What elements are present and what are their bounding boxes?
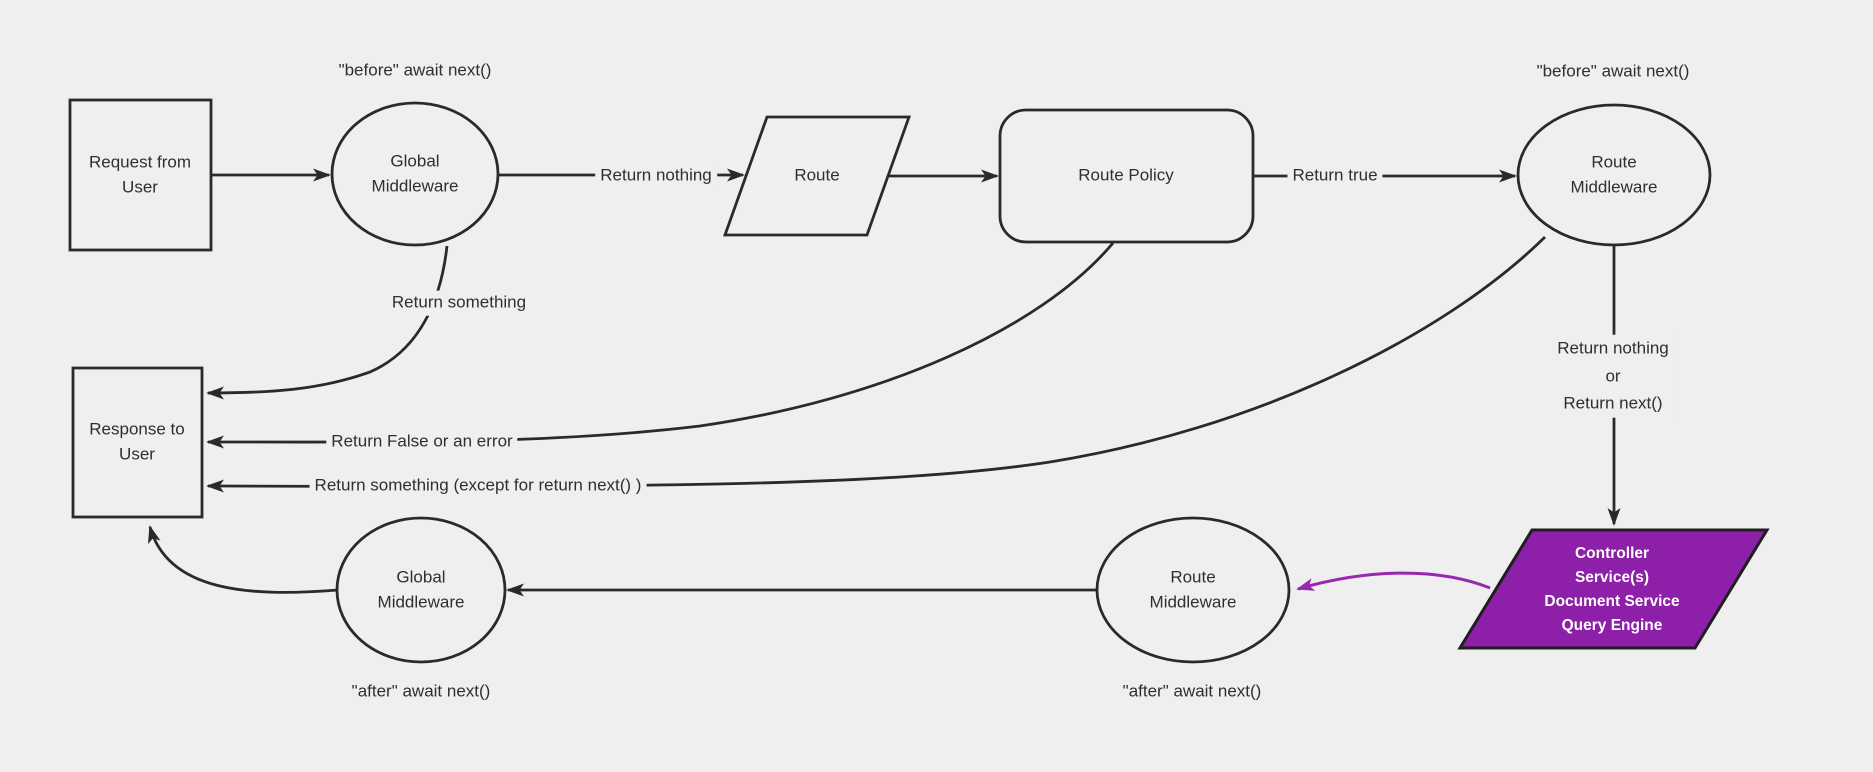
return-nothing-label: Return nothing — [595, 163, 717, 189]
edge-global-middleware-return-something — [206, 245, 449, 400]
after-await-next-bottom-left-label: "after" await next() — [351, 681, 491, 701]
return-something-except-label: Return something (except for return next… — [309, 473, 647, 499]
return-true-label: Return true — [1287, 163, 1383, 189]
edge-route-policy-return-false — [206, 242, 1115, 449]
return-something-label: Return something — [386, 290, 532, 316]
edge-global-middleware-to-response — [148, 525, 339, 594]
before-await-next-top-left-label: "before" await next() — [338, 60, 492, 80]
node-global-middleware-bottom — [335, 516, 507, 664]
before-await-next-top-right-label: "before" await next() — [1536, 61, 1690, 81]
node-controller-services — [1457, 528, 1770, 650]
node-route — [723, 115, 911, 237]
node-response-to-user — [71, 366, 204, 519]
node-route-middleware-top — [1516, 103, 1712, 247]
edge-controller-to-route-middleware-bottom — [1296, 571, 1491, 591]
node-request-from-user — [68, 98, 213, 252]
return-nothing-or-next-label: Return nothing or Return next() — [1552, 334, 1674, 418]
node-global-middleware-top — [330, 101, 500, 247]
after-await-next-bottom-middle-label: "after" await next() — [1122, 681, 1262, 701]
return-false-or-error-label: Return False or an error — [326, 429, 518, 455]
node-route-middleware-bottom — [1095, 516, 1291, 664]
node-route-policy — [998, 108, 1255, 244]
